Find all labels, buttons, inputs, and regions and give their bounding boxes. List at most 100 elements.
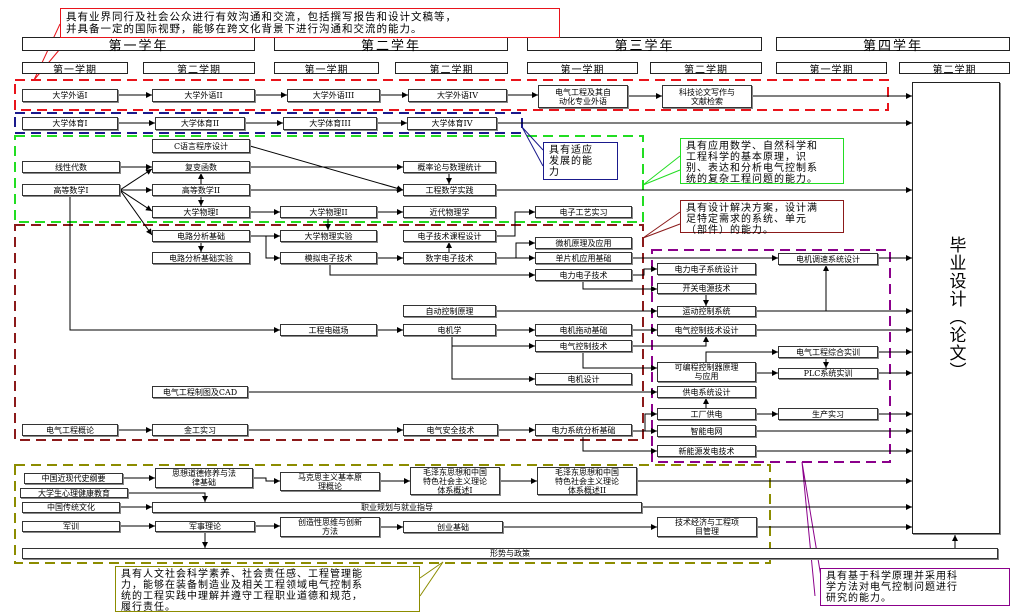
graduation-project-box[interactable]: 毕业设计（论文） <box>912 82 1000 534</box>
course-box[interactable]: 电机调速系统设计 <box>778 253 878 265</box>
course-box[interactable]: 电力电子技术 <box>535 269 632 281</box>
course-box[interactable]: 电气控制技术 <box>535 340 632 352</box>
connector-arrow <box>451 336 535 349</box>
course-box[interactable]: 大学物理II <box>280 206 377 218</box>
course-box[interactable]: 工程数学实践 <box>403 184 496 196</box>
course-box[interactable]: 思想道德修养与法 律基础 <box>155 468 253 488</box>
course-box[interactable]: 工程电磁场 <box>280 324 377 336</box>
course-box[interactable]: 电气工程制图及CAD <box>152 386 248 398</box>
course-box[interactable]: 大学外语IV <box>408 89 507 102</box>
course-box[interactable]: 工厂供电 <box>657 408 756 420</box>
connector-arrow <box>451 346 535 382</box>
connector-arrow <box>119 189 153 212</box>
course-box[interactable]: 线性代数 <box>22 161 120 173</box>
callout-humanities: 具有人文社会科学素养、社会责任感、工程管理能 力，能够在装备制造业及相关工程领域… <box>115 566 420 613</box>
course-box[interactable]: 大学物理实验 <box>280 230 377 242</box>
connector-arrow <box>644 411 657 431</box>
callout-pointer-humanities <box>419 561 444 597</box>
connector-arrow <box>632 266 657 276</box>
course-box[interactable]: 形势与政策 <box>22 548 998 559</box>
group-research-outline <box>651 249 891 463</box>
connector-arrow <box>253 477 280 484</box>
course-box[interactable]: 大学体育I <box>22 117 118 130</box>
callout-research: 具有基于科学原理并采用科 学方法对电气控制问题进行 研究的能力。 <box>820 568 1010 606</box>
course-box[interactable]: 电气工程综合实训 <box>778 346 878 358</box>
semester-header-6: 第二学期 <box>650 62 762 76</box>
year-header-2: 第二学年 <box>274 37 508 54</box>
semester-header-1: 第一学期 <box>22 62 128 76</box>
course-box[interactable]: 电路分析基础实验 <box>152 252 250 264</box>
semester-header-2: 第二学期 <box>143 62 255 76</box>
course-box[interactable]: 供电系统设计 <box>657 386 756 398</box>
course-box[interactable]: 中国传统文化 <box>22 502 120 513</box>
semester-header-4: 第二学期 <box>395 62 508 76</box>
course-box[interactable]: 电力电子系统设计 <box>657 263 756 275</box>
course-box[interactable]: 自动控制原理 <box>403 305 496 317</box>
course-box[interactable]: 概率论与数理统计 <box>403 161 496 173</box>
course-box[interactable]: 毛泽东思想和中国 特色社会主义理论 体系概述II <box>537 467 637 495</box>
course-box[interactable]: 电气工程及其自 动化专业外语 <box>538 85 628 108</box>
course-box[interactable]: 高等数学I <box>22 184 120 196</box>
callout-design-solutions: 具有设计解决方案，设计满 足特定需求的系统、单元 （部件）的能力。 <box>680 200 844 236</box>
course-box[interactable]: 电子技术课程设计 <box>403 230 496 242</box>
group-engineering-knowledge-outline <box>14 135 644 223</box>
course-box[interactable]: 军训 <box>22 521 120 532</box>
course-box[interactable]: 电子工艺实习 <box>535 206 632 218</box>
group-humanities-outline <box>14 464 771 564</box>
course-box[interactable]: 智能电网 <box>657 425 756 437</box>
course-box[interactable]: 创业基础 <box>403 521 503 533</box>
course-box[interactable]: 职业规划与就业指导 <box>152 502 642 513</box>
course-box[interactable]: 电气控制技术设计 <box>657 324 756 336</box>
connector-arrow <box>705 349 778 362</box>
callout-pointer-engineering-knowledge <box>642 155 681 186</box>
course-box[interactable]: 大学外语III <box>287 89 380 102</box>
course-box[interactable]: 电气安全技术 <box>403 424 498 436</box>
course-box[interactable]: 生产实习 <box>778 408 878 420</box>
course-box[interactable]: 毛泽东思想和中国 特色社会主义理论 体系概述I <box>410 467 500 495</box>
course-box[interactable]: 模拟电子技术 <box>280 252 377 264</box>
connector-arrow <box>496 209 535 237</box>
course-box[interactable]: 技术经济与工程项 目管理 <box>657 517 757 537</box>
course-box[interactable]: C语言程序设计 <box>152 139 250 153</box>
course-box[interactable]: 大学外语II <box>152 89 255 102</box>
course-box[interactable]: 运动控制系统 <box>657 306 756 317</box>
course-box[interactable]: 电机设计 <box>535 373 632 385</box>
course-box[interactable]: 马克思主义基本原 理概论 <box>280 472 380 491</box>
course-box[interactable]: 大学物理I <box>152 206 250 218</box>
course-box[interactable]: 金工实习 <box>152 424 248 436</box>
course-box[interactable]: 微机原理及应用 <box>535 237 632 249</box>
course-box[interactable]: 中国近现代史纲要 <box>24 473 123 484</box>
course-box[interactable]: 大学外语I <box>22 89 118 102</box>
course-box[interactable]: 电机学 <box>403 324 496 336</box>
course-box[interactable]: 复变函数 <box>152 161 250 173</box>
connector-arrow <box>756 265 829 312</box>
course-box[interactable]: 高等数学II <box>152 184 250 196</box>
course-box[interactable]: 大学体育III <box>283 117 377 130</box>
course-box[interactable]: 新能源发电技术 <box>657 445 756 457</box>
connector-arrow <box>69 196 280 333</box>
course-box[interactable]: 科技论文写作与 文献检索 <box>662 85 752 108</box>
course-box[interactable]: 大学体育IV <box>407 117 497 130</box>
semester-header-5: 第一学期 <box>527 62 638 76</box>
course-box[interactable]: 大学生心理健康教育 <box>20 488 128 498</box>
course-box[interactable]: 电力系统分析基础 <box>535 424 632 436</box>
course-box[interactable]: PLC系统实训 <box>778 368 878 379</box>
course-box[interactable]: 军事理论 <box>155 521 255 532</box>
course-box[interactable]: 单片机应用基础 <box>535 252 632 264</box>
connector-arrow <box>496 240 535 259</box>
year-header-3: 第三学年 <box>527 37 762 54</box>
course-box[interactable]: 可编程控制器原理 与应用 <box>657 362 756 382</box>
course-box[interactable]: 开关电源技术 <box>657 283 756 294</box>
year-header-4: 第四学年 <box>776 37 1010 54</box>
course-box[interactable]: 电气工程概论 <box>22 424 118 436</box>
course-box[interactable]: 数字电子技术 <box>403 252 496 264</box>
graduation-project-label: 毕业设计（论文） <box>945 236 966 380</box>
semester-header-7: 第一学期 <box>776 62 887 76</box>
course-box[interactable]: 大学体育II <box>155 117 245 130</box>
course-box[interactable]: 创造性思维与创新 方法 <box>280 517 380 537</box>
semester-header-3: 第一学期 <box>274 62 379 76</box>
course-box[interactable]: 电机拖动基础 <box>535 324 632 336</box>
callout-engineering-knowledge: 具有应用数学、自然科学和 工程科学的基本原理，识 别、表达和分析电气控制系 统的… <box>680 138 844 185</box>
course-box[interactable]: 电路分析基础 <box>152 230 250 242</box>
course-box[interactable]: 近代物理学 <box>403 206 496 218</box>
